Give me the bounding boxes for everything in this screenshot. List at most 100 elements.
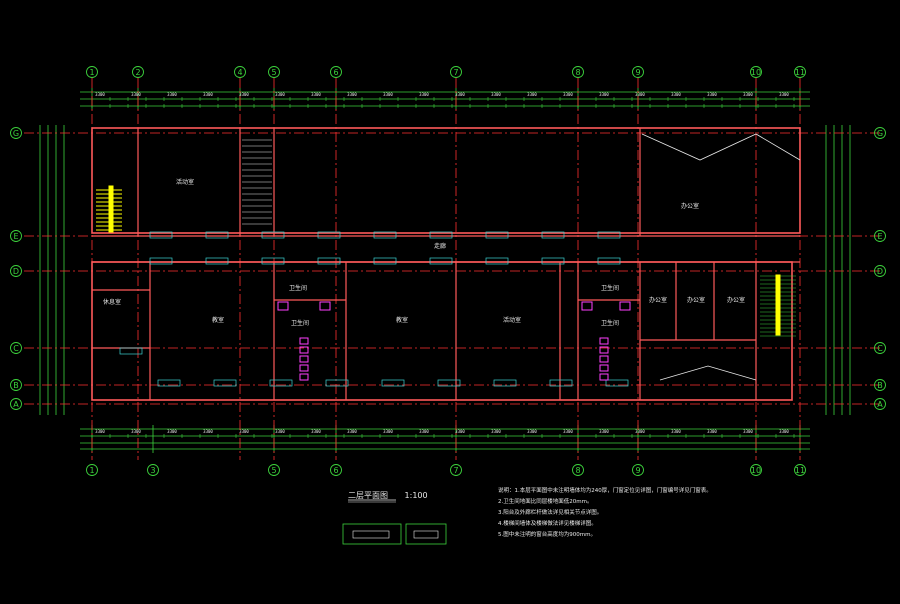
grid-bubble-right bbox=[874, 127, 886, 139]
dimension-text: 3300 bbox=[95, 429, 105, 434]
window bbox=[429, 231, 453, 239]
window bbox=[541, 231, 565, 239]
dimension-text: 3300 bbox=[131, 92, 141, 97]
dimension-text: 3300 bbox=[527, 429, 537, 434]
window bbox=[317, 231, 341, 239]
grid-label-right: C bbox=[877, 344, 883, 353]
window bbox=[373, 257, 397, 265]
fixture bbox=[581, 301, 593, 311]
room-label: 卫生间 bbox=[289, 284, 307, 292]
grid-label-left: G bbox=[13, 129, 19, 138]
window bbox=[205, 231, 229, 239]
grid-bubble-bottom bbox=[632, 464, 644, 476]
grid-bubble-top bbox=[268, 66, 280, 78]
fixture bbox=[599, 364, 609, 372]
grid-bubble-right bbox=[874, 230, 886, 242]
dimension-text: 3300 bbox=[491, 92, 501, 97]
detail-symbol bbox=[352, 530, 390, 539]
dimension-text: 3300 bbox=[635, 429, 645, 434]
grid-label-top: 7 bbox=[453, 68, 458, 77]
fixture bbox=[619, 301, 631, 311]
grid-label-top: 11 bbox=[795, 68, 805, 77]
detail-symbol bbox=[342, 523, 402, 545]
grid-bubble-left bbox=[10, 398, 22, 410]
window bbox=[325, 379, 349, 387]
dimension-text: 3300 bbox=[239, 429, 249, 434]
fixture bbox=[299, 337, 309, 345]
window bbox=[437, 379, 461, 387]
dimension-text: 3300 bbox=[527, 92, 537, 97]
stair-rail bbox=[108, 185, 114, 233]
notes-block: 说明：1.本层平面图中未注明墙体均为240厚，门窗定位见详图，门窗编号详见门窗表… bbox=[498, 486, 893, 541]
window bbox=[261, 257, 285, 265]
dimension-text: 3300 bbox=[419, 429, 429, 434]
fixture bbox=[599, 337, 609, 345]
grid-label-left: A bbox=[13, 400, 19, 409]
dimension-text: 3300 bbox=[203, 92, 213, 97]
dimension-text: 3300 bbox=[383, 92, 393, 97]
dimension-text: 3300 bbox=[131, 429, 141, 434]
grid-label-bottom: 8 bbox=[575, 466, 580, 475]
grid-label-top: 4 bbox=[237, 68, 242, 77]
room-label: 教室 bbox=[396, 316, 408, 324]
grid-bubble-bottom bbox=[794, 464, 806, 476]
room-label: 卫生间 bbox=[601, 284, 619, 292]
room-label: 办公室 bbox=[727, 296, 745, 304]
window bbox=[269, 379, 293, 387]
grid-bubble-top bbox=[632, 66, 644, 78]
window bbox=[429, 257, 453, 265]
dimension-text: 3300 bbox=[95, 92, 105, 97]
dimension-text: 3300 bbox=[383, 429, 393, 434]
grid-label-right: G bbox=[877, 129, 883, 138]
outer-wall-north bbox=[91, 127, 801, 234]
dimension-text: 3300 bbox=[455, 429, 465, 434]
dimension-text: 3300 bbox=[671, 92, 681, 97]
detail-symbol bbox=[405, 523, 447, 545]
grid-bubble-bottom bbox=[86, 464, 98, 476]
drawing-title: 二层平面图 1:100 bbox=[348, 490, 428, 501]
grid-label-left: C bbox=[13, 344, 19, 353]
fixture bbox=[299, 364, 309, 372]
dimension-text: 3300 bbox=[743, 92, 753, 97]
window bbox=[373, 231, 397, 239]
fixture bbox=[599, 373, 609, 381]
room-label: 卫生间 bbox=[291, 319, 309, 327]
note-line: 3.阳台及外廊栏杆做法详见相关节点详图。 bbox=[498, 510, 603, 516]
grid-label-bottom: 11 bbox=[795, 466, 805, 475]
grid-bubble-top bbox=[234, 66, 246, 78]
dimension-text: 3300 bbox=[599, 429, 609, 434]
window bbox=[485, 257, 509, 265]
dimension-text: 3300 bbox=[707, 92, 717, 97]
note-line: 说明：1.本层平面图中未注明墙体均为240厚，门窗定位见详图，门窗编号详见门窗表… bbox=[498, 488, 712, 494]
room-label: 活动室 bbox=[503, 316, 521, 324]
grid-bubble-left bbox=[10, 265, 22, 277]
window bbox=[149, 257, 173, 265]
room-label: 卫生间 bbox=[601, 319, 619, 327]
dimension-text: 3300 bbox=[347, 92, 357, 97]
dimension-text: 3300 bbox=[347, 429, 357, 434]
grid-label-bottom: 10 bbox=[751, 466, 761, 475]
dimension-text: 3300 bbox=[707, 429, 717, 434]
window bbox=[149, 231, 173, 239]
canopy-outline bbox=[659, 365, 757, 381]
window bbox=[493, 379, 517, 387]
grid-label-bottom: 3 bbox=[150, 466, 155, 475]
room-label: 休息室 bbox=[103, 298, 121, 306]
grid-label-top: 10 bbox=[751, 68, 761, 77]
grid-bubble-left bbox=[10, 127, 22, 139]
window bbox=[317, 257, 341, 265]
window bbox=[549, 379, 573, 387]
grid-label-left: D bbox=[13, 267, 19, 276]
grid-bubble-top bbox=[794, 66, 806, 78]
window bbox=[119, 347, 143, 355]
grid-label-right: A bbox=[877, 400, 883, 409]
grid-bubble-right bbox=[874, 265, 886, 277]
room-label: 办公室 bbox=[687, 296, 705, 304]
grid-bubble-top bbox=[572, 66, 584, 78]
grid-label-top: 9 bbox=[635, 68, 640, 77]
dimension-text: 3300 bbox=[599, 92, 609, 97]
dimension-text: 3300 bbox=[311, 92, 321, 97]
grid-bubble-left bbox=[10, 379, 22, 391]
